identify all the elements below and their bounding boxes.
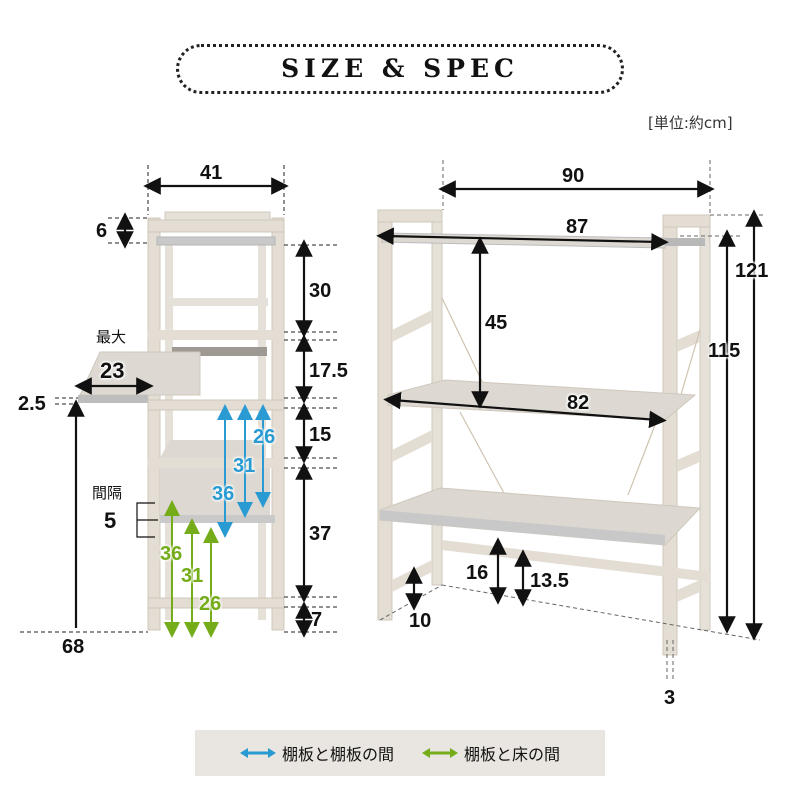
floor-gap-26: 26 xyxy=(199,593,222,615)
front-view xyxy=(376,160,765,680)
frame-height-label: 115 xyxy=(708,340,741,362)
slide-thickness-label: 2.5 xyxy=(18,393,46,415)
bar-clearance-label: 13.5 xyxy=(530,570,569,592)
double-arrow-blue-icon xyxy=(239,748,276,758)
dim-17-5: 17.5 xyxy=(309,360,348,382)
shelf-gap-label: 45 xyxy=(485,312,508,334)
slide-max-label: 最大 xyxy=(96,328,127,346)
middle-shelf-width-label: 82 xyxy=(567,392,590,414)
interval-label: 間隔 xyxy=(92,484,123,502)
unit-note: [単位:約cm] xyxy=(648,114,733,132)
double-arrow-green-icon xyxy=(422,748,458,758)
legend: 棚板と棚板の間 棚板と床の間 xyxy=(195,730,605,776)
title-banner: SIZE & SPEC xyxy=(176,44,624,94)
dim-7: 7 xyxy=(311,609,323,631)
bottom-clearance-label: 16 xyxy=(466,562,489,584)
dim-37: 37 xyxy=(309,523,332,545)
top-rail-label: 6 xyxy=(96,220,108,242)
depth-label: 41 xyxy=(200,162,223,184)
slide-extension-label: 23 xyxy=(100,358,125,383)
floor-gap-36: 36 xyxy=(160,543,183,565)
slide-height-label: 68 xyxy=(62,636,85,658)
legend-item-shelf-to-shelf: 棚板と棚板の間 xyxy=(239,741,394,765)
shelf-gap-31: 31 xyxy=(233,455,256,477)
legend-label: 棚板と棚板の間 xyxy=(281,745,394,764)
page-title: SIZE & SPEC xyxy=(281,54,519,83)
dim-30: 30 xyxy=(309,280,332,302)
side-view xyxy=(20,165,340,638)
interval-value: 5 xyxy=(104,508,117,533)
dim-15: 15 xyxy=(309,424,332,446)
shelf-gap-26: 26 xyxy=(253,426,276,448)
legend-item-shelf-to-floor: 棚板と床の間 xyxy=(422,741,560,765)
total-height-label: 121 xyxy=(735,260,769,282)
floor-gap-31: 31 xyxy=(181,565,204,587)
foot-height-label: 10 xyxy=(409,610,432,632)
adjuster-label: 3 xyxy=(664,687,676,709)
shelf-gap-36: 36 xyxy=(212,483,235,505)
outer-width-label: 90 xyxy=(562,165,585,187)
top-shelf-width-label: 87 xyxy=(566,216,589,238)
legend-label: 棚板と床の間 xyxy=(464,745,561,764)
